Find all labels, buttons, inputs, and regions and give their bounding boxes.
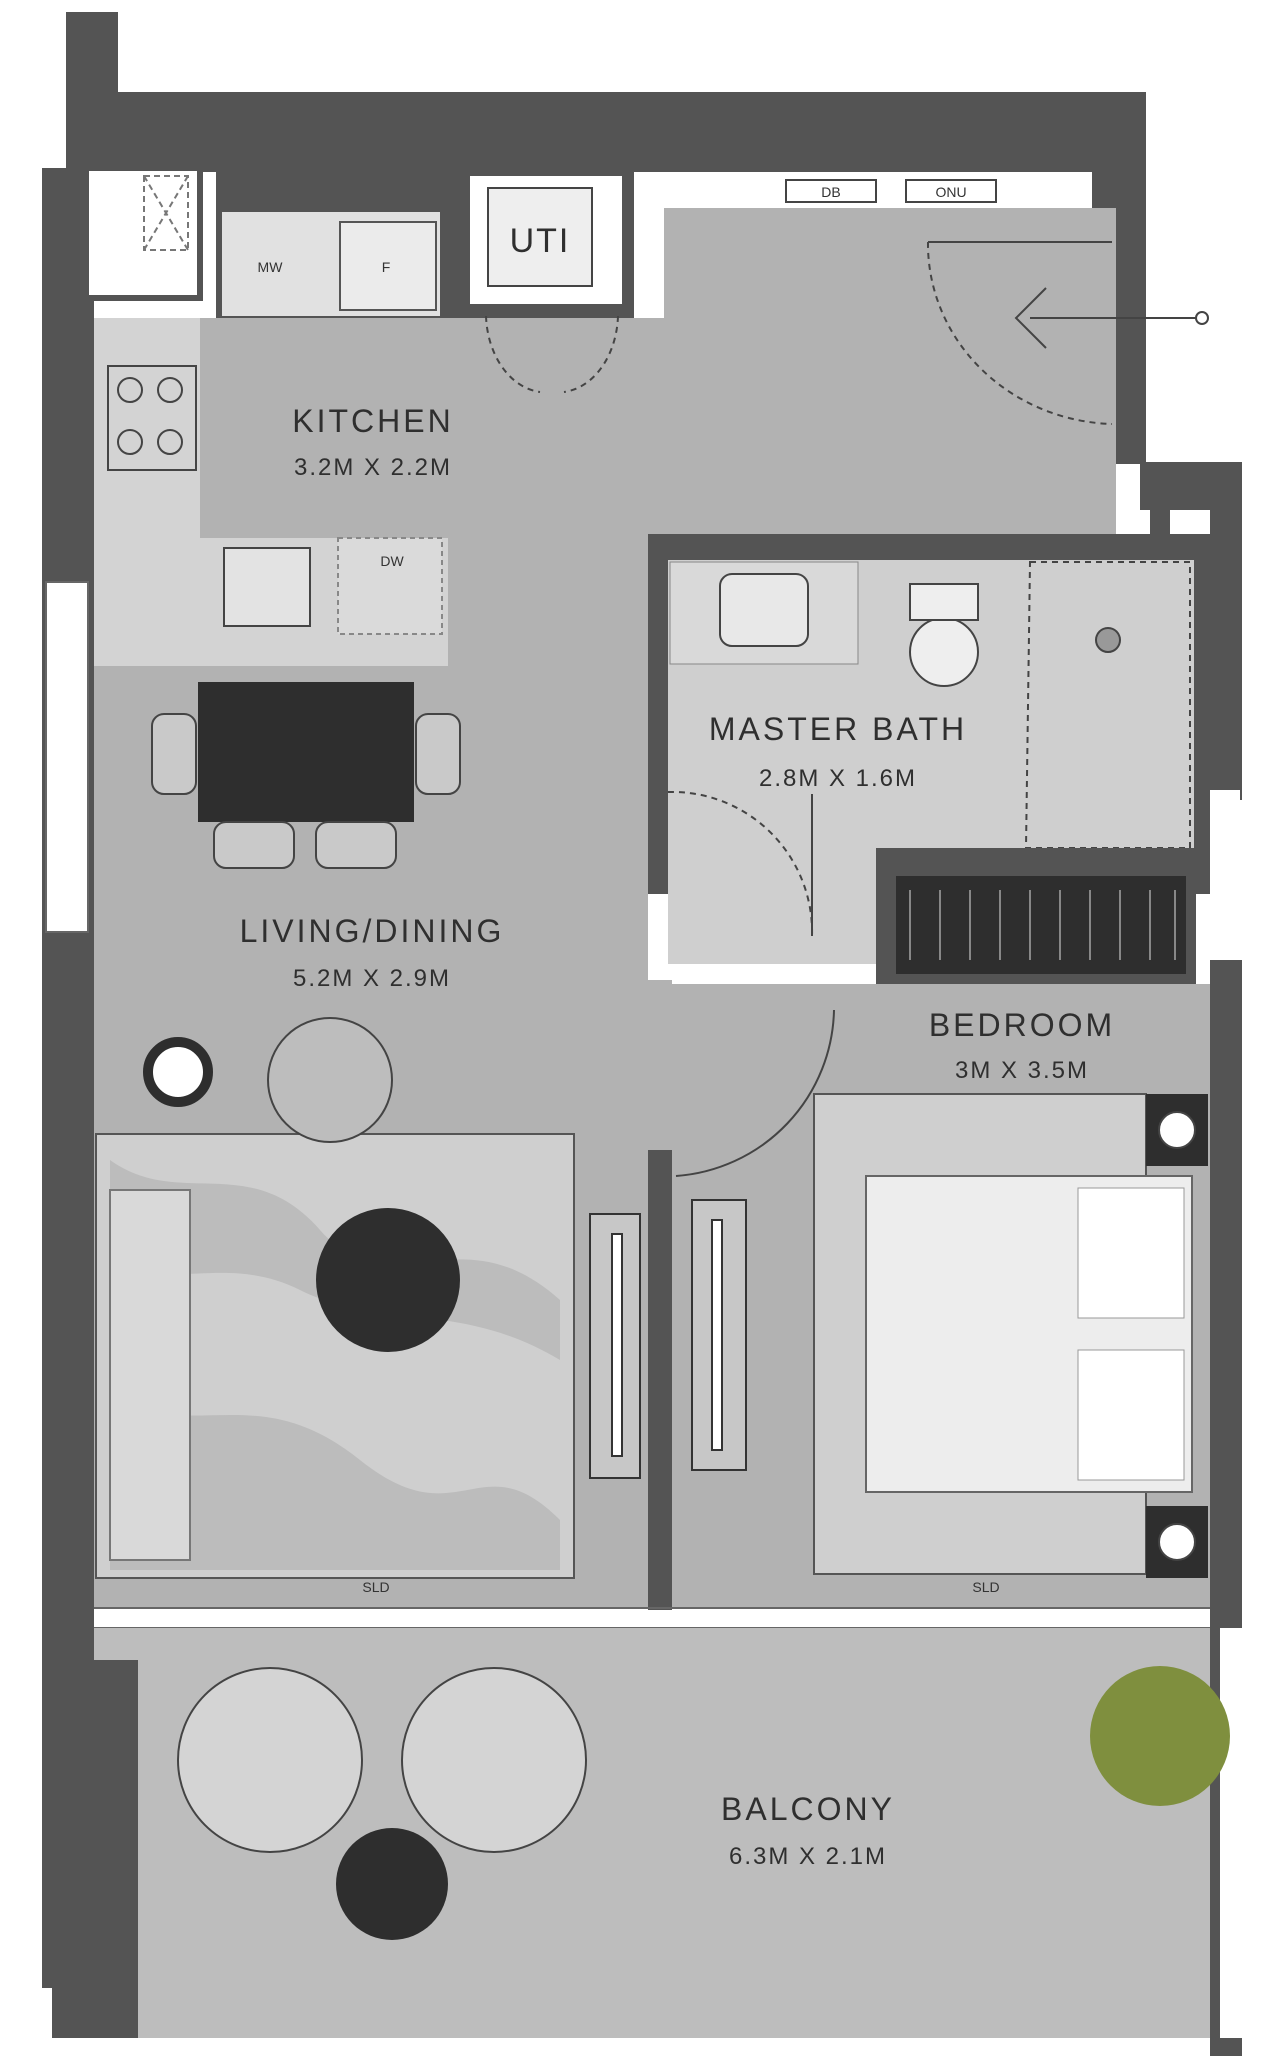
balcony-name: BALCONY — [721, 1791, 895, 1827]
kitchen-dims: 3.2M X 2.2M — [294, 454, 452, 481]
master-bath-dims: 2.8M X 1.6M — [759, 765, 917, 792]
dining-chairs — [151, 713, 461, 869]
balcony-chairs — [177, 1667, 587, 1853]
master-bath-name: MASTER BATH — [709, 711, 967, 747]
toilet — [909, 617, 979, 687]
microwave-label: MW — [258, 259, 284, 275]
dishwasher — [337, 537, 443, 635]
nightstand-bottom — [1146, 1506, 1208, 1578]
db-panel — [785, 179, 877, 203]
wardrobe — [896, 876, 1186, 974]
tv-unit-bedroom — [691, 1199, 747, 1471]
fridge-label: F — [382, 259, 391, 275]
bedroom-sliding-door-label: SLD — [972, 1579, 999, 1595]
dining-table — [198, 682, 414, 822]
west-window — [45, 581, 89, 933]
hob-counter — [94, 318, 200, 538]
tv-unit-living — [589, 1213, 641, 1479]
pillow-right — [1077, 1349, 1185, 1481]
sink — [223, 547, 311, 627]
utility-label: UTI — [510, 222, 571, 260]
sofa — [109, 1189, 191, 1561]
db-label: DB — [821, 184, 840, 200]
side-table-lamp — [143, 1037, 213, 1107]
balcony-dims: 6.3M X 2.1M — [729, 1843, 887, 1870]
washer — [487, 187, 593, 287]
fridge — [339, 221, 437, 311]
plant — [1090, 1666, 1230, 1806]
bedroom-name: BEDROOM — [929, 1007, 1115, 1043]
basin — [719, 573, 809, 647]
living-sliding-door-label: SLD — [362, 1579, 389, 1595]
hob-icon — [107, 365, 197, 471]
utility-door[interactable] — [485, 315, 619, 393]
dishwasher-label: DW — [380, 553, 404, 569]
living-dining-name: LIVING/DINING — [240, 913, 505, 949]
onu-panel — [905, 179, 997, 203]
bedroom-dims: 3M X 3.5M — [955, 1057, 1089, 1084]
coffee-table — [316, 1208, 460, 1352]
nightstand-top — [1146, 1094, 1208, 1166]
wardrobe-hangers — [909, 890, 1176, 960]
bath-door[interactable] — [667, 790, 814, 937]
kitchen-name: KITCHEN — [292, 403, 453, 439]
bedroom-door[interactable] — [675, 1009, 835, 1177]
shaft-cross-icon — [143, 175, 189, 251]
entry-door[interactable] — [926, 241, 1209, 425]
lounge-chair — [267, 1017, 393, 1143]
pillow-left — [1077, 1187, 1185, 1319]
balcony-table — [336, 1828, 448, 1940]
living-dining-dims: 5.2M X 2.9M — [293, 965, 451, 992]
onu-label: ONU — [935, 184, 966, 200]
